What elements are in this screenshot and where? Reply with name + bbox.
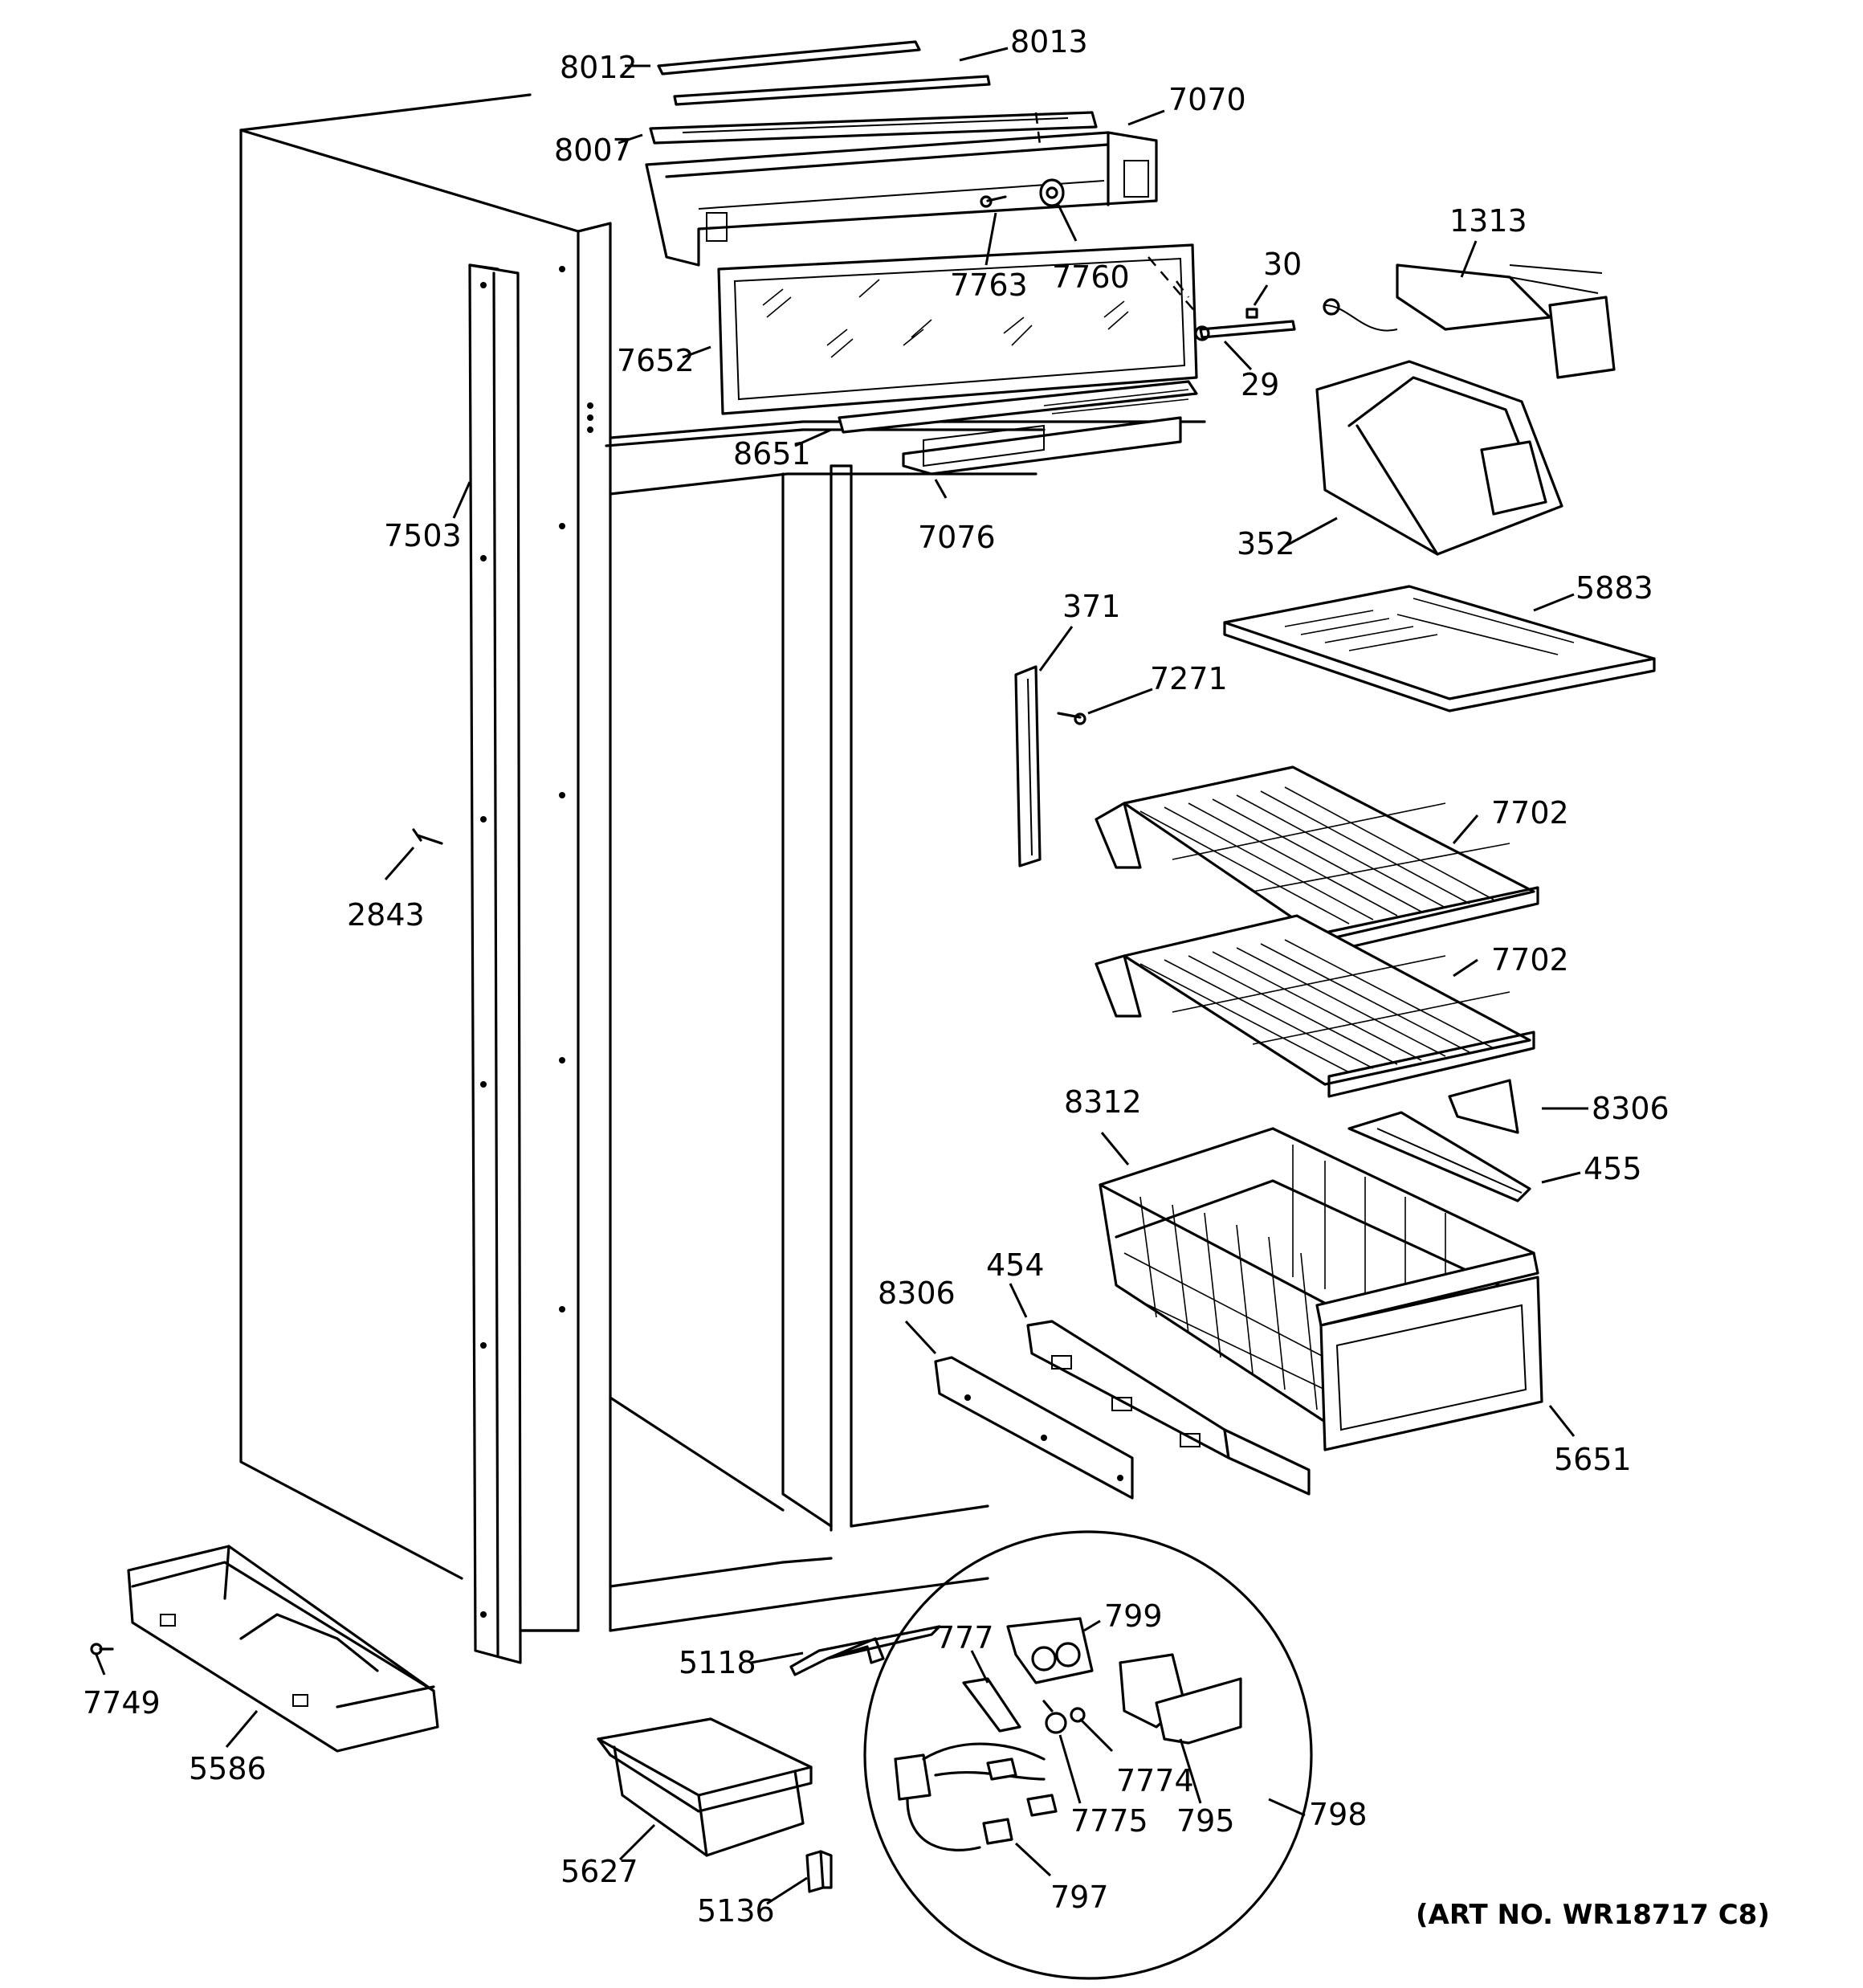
callout-799: 799: [1104, 1598, 1163, 1634]
freezer-cabinet: [239, 93, 1206, 1632]
callout-7749: 7749: [83, 1685, 161, 1721]
part-454-slide: [1026, 1320, 1311, 1496]
callout-5651: 5651: [1554, 1442, 1632, 1477]
part-8306-rail-left: [934, 1356, 1134, 1500]
callout-30: 30: [1263, 247, 1302, 282]
callout-1313: 1313: [1449, 203, 1527, 239]
callout-5627: 5627: [561, 1854, 638, 1889]
part-7652-light-shield: [717, 243, 1198, 415]
part-2843-screw: [412, 828, 443, 845]
callout-7652: 7652: [617, 343, 695, 378]
callout-7070: 7070: [1168, 82, 1246, 117]
part-7702-shelf-upper: [1095, 765, 1539, 953]
callout-797: 797: [1050, 1880, 1109, 1915]
callout-777: 777: [936, 1620, 994, 1655]
callout-8312: 8312: [1064, 1084, 1142, 1120]
alignment-dashes: [1034, 112, 1197, 314]
callout-5136: 5136: [697, 1893, 775, 1929]
callout-5586: 5586: [189, 1751, 267, 1786]
part-7070-housing: [645, 131, 1158, 267]
part-798-valve-group: [863, 1530, 1313, 1980]
part-7076-deflector: [902, 416, 1182, 476]
part-7763-screw: [980, 195, 1007, 208]
part-8013-strip: [673, 75, 991, 106]
callout-7702-upper: 7702: [1491, 795, 1569, 831]
part-5627-pan: [597, 1717, 813, 1857]
callout-352: 352: [1237, 526, 1295, 561]
callout-7760: 7760: [1052, 259, 1130, 295]
part-8651-strip: [838, 380, 1198, 434]
part-5651-drawer-front: [1315, 1251, 1543, 1451]
callout-labels: 8012 8013 8007 7070 7763 7760 7652 8651 …: [83, 24, 1770, 1931]
callout-7774: 7774: [1116, 1763, 1194, 1798]
part-30-clip: [1245, 308, 1258, 319]
callout-5118: 5118: [679, 1645, 756, 1680]
callout-795: 795: [1176, 1803, 1235, 1839]
callout-29: 29: [1241, 367, 1279, 402]
callout-8306-right: 8306: [1592, 1091, 1669, 1126]
callout-371: 371: [1062, 589, 1121, 624]
part-8012-strip: [657, 40, 921, 76]
part-5118-wire: [789, 1625, 941, 1676]
callout-798: 798: [1309, 1797, 1368, 1832]
callout-7763: 7763: [950, 267, 1028, 303]
callout-8012: 8012: [560, 50, 638, 85]
part-1313-icemaker: [1323, 263, 1616, 379]
part-7503-trim-strip: [468, 263, 522, 1664]
callout-2843: 2843: [347, 897, 425, 933]
callout-8651: 8651: [733, 436, 811, 471]
callout-7503: 7503: [384, 518, 462, 553]
callout-8007: 8007: [554, 133, 632, 168]
part-8306-rail-right: [1448, 1079, 1519, 1134]
part-7702-shelf-lower: [1095, 914, 1535, 1098]
part-352-ice-bucket: [1315, 360, 1563, 556]
part-7749-screw: [90, 1643, 114, 1655]
part-7271-screw: [1057, 712, 1086, 725]
callout-455: 455: [1584, 1151, 1642, 1186]
part-5883-shelf: [1223, 585, 1656, 712]
part-29-shaft: [1194, 320, 1296, 341]
callout-8013: 8013: [1010, 24, 1088, 59]
part-5586-housing: [127, 1545, 439, 1753]
callout-8306-left: 8306: [878, 1276, 956, 1311]
part-8007-strip: [649, 111, 1098, 145]
leader-lines: [95, 47, 1588, 1905]
callout-7775: 7775: [1070, 1803, 1148, 1839]
callout-7702-lower: 7702: [1491, 942, 1569, 978]
part-7760-bulb: [1039, 178, 1065, 207]
callout-454: 454: [986, 1247, 1045, 1283]
part-455-slide: [1347, 1111, 1531, 1202]
part-5136-bracket: [805, 1850, 833, 1893]
callout-5883: 5883: [1576, 570, 1653, 606]
callout-7271: 7271: [1150, 661, 1228, 696]
art-number: (ART NO. WR18717 C8): [1416, 1899, 1770, 1931]
part-371-rail: [1014, 665, 1042, 867]
callout-7076: 7076: [918, 520, 996, 555]
